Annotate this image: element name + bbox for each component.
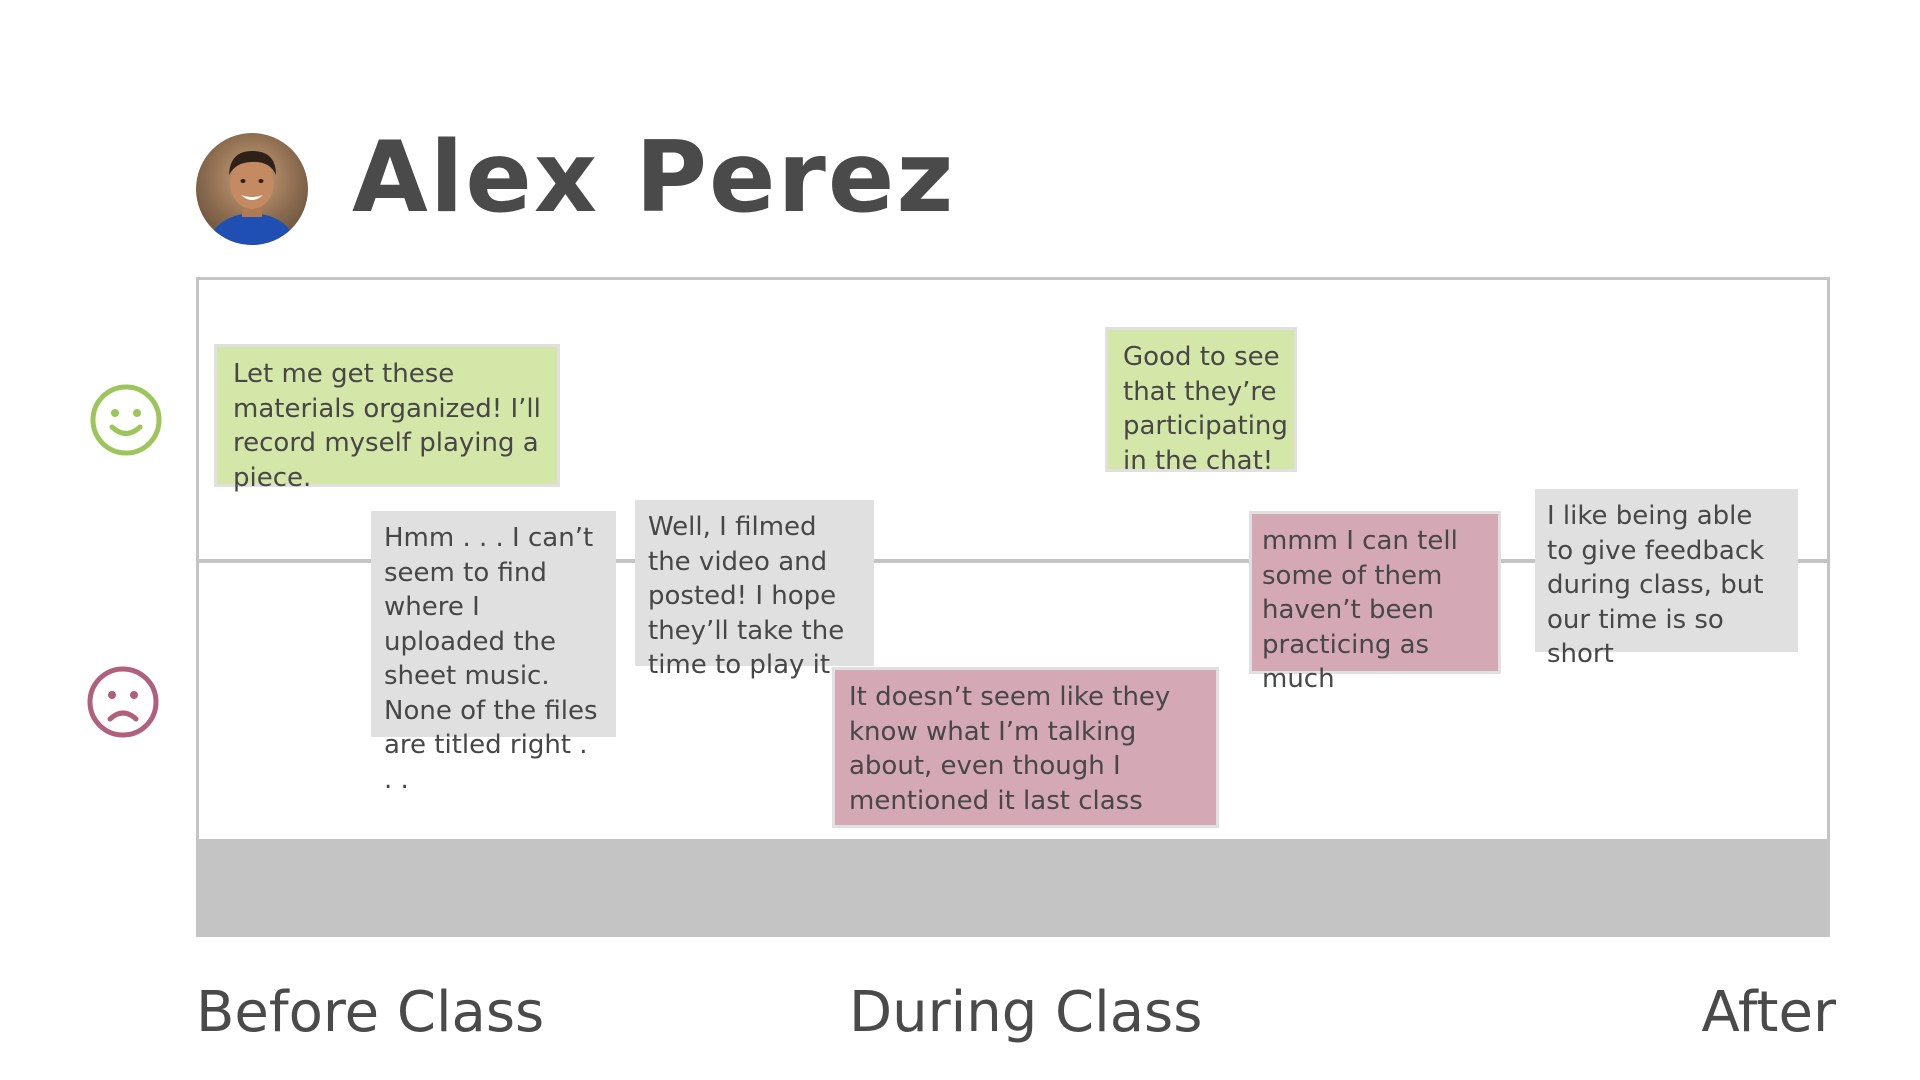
smiley-face-icon (88, 382, 164, 458)
sticky-note-neutral: I like being able to give feedback durin… (1535, 489, 1798, 669)
avatar (196, 133, 308, 245)
phase-label-during-class: During Class (849, 980, 1203, 1045)
phase-label-before-class: Before Class (196, 980, 545, 1045)
neutral-baseline (196, 559, 1830, 563)
sticky-note-neutral: Well, I filmed the video and posted! I h… (635, 500, 874, 680)
sticky-note-neutral: Hmm . . . I can’t seem to find where I u… (371, 511, 616, 795)
phase-label-after: After (1701, 980, 1836, 1045)
sticky-note-positive: Good to see that they’re participating i… (1105, 327, 1297, 476)
avatar-photo (196, 133, 308, 245)
timeline-band (196, 840, 1830, 937)
frowning-face-icon (85, 664, 161, 740)
sticky-note-negative: It doesn’t seem like they know what I’m … (832, 667, 1219, 828)
sticky-note-positive: Let me get these materials organized! I’… (214, 344, 560, 493)
sticky-note-negative: mmm I can tell some of them haven’t been… (1249, 511, 1501, 694)
persona-name: Alex Perez (352, 121, 956, 235)
